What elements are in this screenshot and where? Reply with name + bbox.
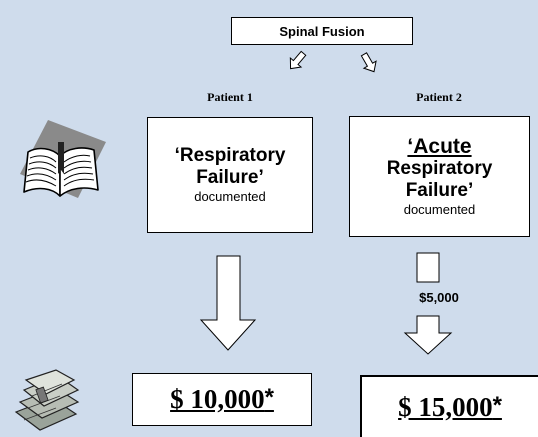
book-icon xyxy=(20,120,106,198)
patient2-label: Patient 2 xyxy=(416,90,462,104)
patient1-status: documented xyxy=(194,189,266,204)
big-arrow-patient2 xyxy=(403,315,453,355)
arrow-stub-patient2 xyxy=(416,252,440,283)
big-arrow-patient1 xyxy=(199,255,257,351)
patient1-amount-box: $ 10,000* xyxy=(132,373,312,426)
patient1-box: ‘Respiratory Failure’ documented xyxy=(147,117,313,233)
patient2-amount: $ 15,000 xyxy=(398,391,493,422)
patient2-asterisk: * xyxy=(492,391,502,419)
patient1-amount: $ 10,000 xyxy=(170,384,265,414)
patient1-asterisk: * xyxy=(264,384,274,411)
title-box: Spinal Fusion xyxy=(231,17,413,45)
patient2-status: documented xyxy=(403,201,476,217)
patient2-diagnosis: Respiratory Failure’ xyxy=(386,157,493,201)
diagram-title: Spinal Fusion xyxy=(279,23,365,39)
patient2-increment: $5,000 xyxy=(419,290,459,305)
patient2-amount-box: $ 15,000* xyxy=(360,375,538,437)
small-arrow-right xyxy=(360,52,377,73)
money-icon xyxy=(14,369,80,431)
small-arrow-left xyxy=(289,50,307,70)
patient2-qualifier: ‘Acute xyxy=(407,134,472,158)
patient2-box: ‘Acute Respiratory Failure’ documented xyxy=(349,116,530,237)
patient1-label: Patient 1 xyxy=(207,90,253,104)
patient1-diagnosis: ‘Respiratory Failure’ xyxy=(174,145,286,188)
